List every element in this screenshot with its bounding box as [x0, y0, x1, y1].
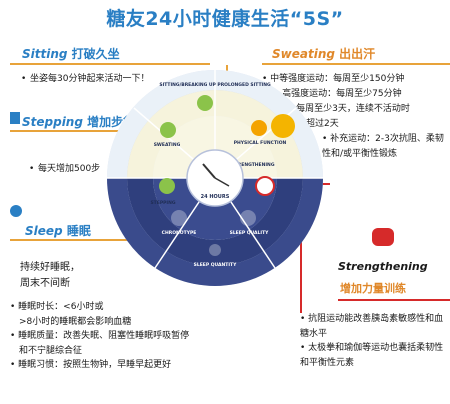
- physical-function-segment-icon: [251, 120, 267, 136]
- sitting-heading: Sitting 打破久坐: [22, 45, 120, 62]
- chronotype-segment-icon: [171, 210, 187, 226]
- stepping-list: 每天增加500步: [28, 163, 148, 176]
- sleep-item: 和不宁腿综合征: [19, 345, 83, 356]
- stepping-segment-label: STEPPING: [150, 200, 175, 206]
- clock-label: 24 HOURS: [201, 194, 230, 200]
- page-title: 糖友24小时健康生活“5S”: [106, 8, 344, 30]
- sleep-heading: Sleep 睡眠: [25, 222, 91, 239]
- stepping-segment-icon: [159, 178, 175, 194]
- strengthening-segment-label: STRENGTHENING: [231, 162, 274, 168]
- sleep-list: • 睡眠时长：<6小时或 >8小时的睡眠都会影响血糖 • 睡眠质量：改善失眠、阻…: [10, 300, 230, 373]
- arm-muscle-icon: [372, 228, 394, 246]
- sleep-quality-segment-icon: [240, 210, 256, 226]
- sweating-heading: Sweating 出出汗: [272, 45, 375, 62]
- sitting-segment-label: SITTING/BREAKING UP PROLONGED SITTING: [159, 82, 271, 88]
- stepping-item: 每天增加500步: [29, 163, 148, 176]
- stepping-underline: [10, 130, 130, 132]
- physical-segment-label: PHYSICAL FUNCTION: [234, 140, 287, 146]
- sleep-item: • 睡眠时长：<6小时或: [10, 302, 104, 312]
- sitting-list: 坐姿每30分钟起来活动一下！: [20, 73, 220, 86]
- sleep-intro-line: 周末不间断: [20, 278, 70, 289]
- chronotype-segment-label: CHRONOTYPE: [162, 230, 197, 236]
- strengthening-item: • 太极拳和瑜伽等运动也囊括柔韧性和平衡性元素: [300, 343, 444, 368]
- sleep-quantity-segment-label: SLEEP QUANTITY: [194, 262, 238, 268]
- sleep-quantity-segment-icon: [209, 244, 221, 256]
- sleep-en-label: Sleep: [25, 224, 63, 238]
- strengthening-item: • 抗阻运动能改善胰岛素敏感性和血糖水平: [300, 314, 444, 339]
- strengthening-list: • 抗阻运动能改善胰岛素敏感性和血糖水平 • 太极拳和瑜伽等运动也囊括柔韧性和平…: [300, 312, 450, 370]
- strengthening-connector-v: [300, 183, 302, 313]
- stepping-en-label: Stepping: [22, 115, 83, 129]
- sleep-zh-label: 睡眠: [66, 224, 91, 238]
- sun-icon: [271, 114, 295, 138]
- health-wheel: SITTING/BREAKING UP PROLONGED SITTING SW…: [107, 70, 323, 286]
- sleep-item: >8小时的睡眠都会影响血糖: [19, 316, 132, 327]
- sitting-zh-label: 打破久坐: [71, 47, 120, 61]
- sleep-item: • 睡眠习惯：按照生物钟，早睡早起更好: [10, 360, 172, 370]
- sleep-intro-line: 持续好睡眠，: [20, 262, 80, 273]
- sweating-underline: [262, 63, 450, 65]
- sitting-item: 坐姿每30分钟起来活动一下！: [21, 73, 220, 86]
- sleep-underline: [10, 239, 130, 241]
- sleep-item: • 睡眠质量：改善失眠、阻塞性睡眠呼吸暂停: [10, 331, 190, 341]
- moon-icon: [10, 205, 22, 217]
- sweating-segment-icon: [160, 122, 176, 138]
- strengthening-underline: [338, 299, 450, 301]
- sitting-segment-icon: [197, 95, 213, 111]
- clock-minute-hand: [214, 177, 230, 187]
- sleep-quality-segment-label: SLEEP QUALITY: [230, 230, 270, 236]
- strengthening-en-label: Strengthening: [338, 260, 428, 273]
- stepping-figure-icon: [10, 112, 20, 124]
- sitting-underline: [10, 63, 210, 65]
- strengthening-zh-label: 增加力量训练: [340, 282, 406, 295]
- sleep-intro: 持续好睡眠， 周末不间断: [20, 260, 80, 292]
- sweating-item: • 中等强度运动：每周至少150分钟: [262, 74, 405, 84]
- clock-hour-hand: [202, 163, 216, 179]
- sweating-segment-label: SWEATING: [154, 142, 181, 148]
- strengthening-segment-icon: [255, 176, 275, 196]
- sweating-zh-label: 出出汗: [339, 47, 376, 61]
- sweating-en-label: Sweating: [272, 47, 335, 61]
- sweating-item: • 补充运动：2-3次抗阻、柔韧性和/或平衡性锻炼: [322, 134, 444, 159]
- sitting-en-label: Sitting: [22, 47, 68, 61]
